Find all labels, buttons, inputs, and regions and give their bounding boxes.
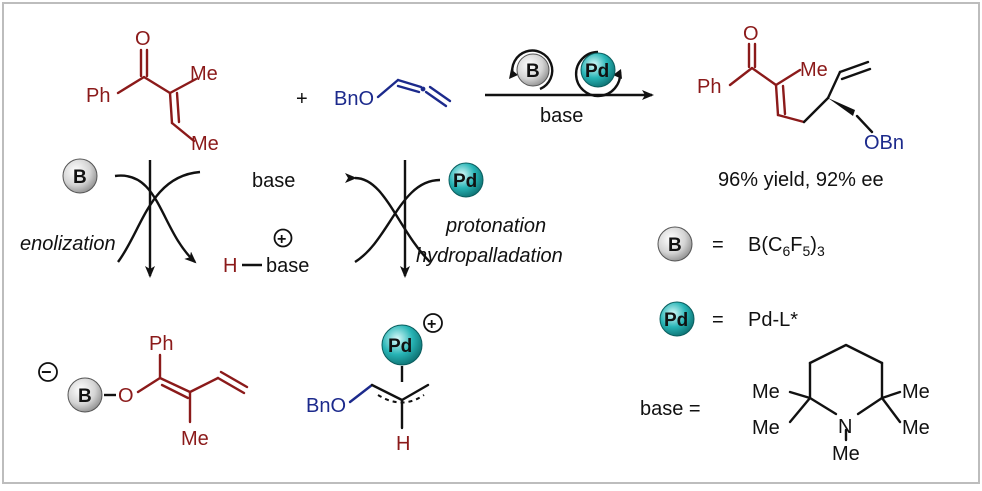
svg-text:Me: Me [832,443,860,465]
legend-b: B = B(C6F5)3 [657,226,825,262]
allene-substrate: BnO [334,78,452,110]
product-me-label: Me [800,59,828,81]
svg-text:Pd-L*: Pd-L* [748,309,798,331]
svg-text:=: = [712,309,724,331]
product-o-label: O [743,23,759,45]
ketone-o-label: O [135,28,151,50]
svg-text:+: + [277,231,286,248]
ketone-me-bottom-label: Me [191,133,219,155]
svg-text:O: O [118,385,134,407]
svg-text:Pd: Pd [388,336,412,357]
svg-text:base: base [266,255,309,277]
svg-text:B: B [73,167,87,188]
yield-text: 96% yield, 92% ee [718,169,884,191]
enolization-label: enolization [20,233,116,255]
svg-text:+: + [427,316,436,333]
svg-text:B(C6F5)3: B(C6F5)3 [748,234,825,259]
base-label: base [252,170,295,192]
hydropalladation-curve: Pd protonation hydropalladation [344,160,563,278]
svg-text:B: B [526,61,540,82]
legend-base-tmp: base = Me Me Me Me N Me [640,343,930,465]
plus-sign: + [296,88,308,110]
svg-text:B: B [78,386,92,407]
svg-text:Pd: Pd [585,61,609,82]
allene-bno-label: BnO [334,88,374,110]
svg-text:Me: Me [752,381,780,403]
svg-text:H: H [396,433,410,455]
enolization-curve: B enolization [20,158,201,278]
protonated-base: H base + [223,228,309,277]
svg-text:Pd: Pd [664,310,688,331]
svg-text:Me: Me [752,417,780,439]
boron-enolate: − B O Ph Me [38,333,249,450]
legend-pd: Pd = Pd-L* [659,301,798,337]
svg-text:BnO: BnO [306,395,346,417]
pd-allyl-intermediate: Pd + BnO H [306,313,443,455]
hydropalladation-label: hydropalladation [416,245,563,267]
ketone-me-top-label: Me [190,63,218,85]
svg-text:base =: base = [640,398,701,420]
svg-text:H: H [223,255,237,277]
protonation-label: protonation [445,215,546,237]
svg-text:Ph: Ph [149,333,173,355]
product-ph-label: Ph [697,76,721,98]
catalyst-pd-ball-top: Pd [574,50,622,98]
main-reaction-arrow: base [485,90,654,127]
catalyst-b-ball-top: B [509,49,554,91]
svg-text:Me: Me [181,428,209,450]
ketone-substrate: O Ph Me Me [86,28,219,155]
product-molecule: O Ph Me OBn [697,23,904,154]
svg-text:Me: Me [902,381,930,403]
ketone-ph-label: Ph [86,85,110,107]
svg-text:N: N [838,416,852,438]
svg-text:−: − [41,362,52,382]
product-obn-label: OBn [864,132,904,154]
svg-text:B: B [668,235,682,256]
figure-border [2,2,980,484]
svg-text:Pd: Pd [453,171,477,192]
svg-text:Me: Me [902,417,930,439]
arrow-base-label: base [540,105,583,127]
svg-text:=: = [712,234,724,256]
